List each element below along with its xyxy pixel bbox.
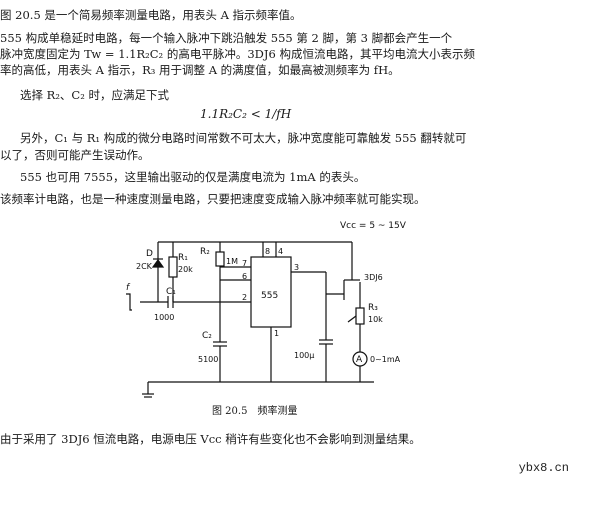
pin-6-label: 6 — [242, 272, 247, 281]
c1-value-label: 1000 — [154, 313, 174, 322]
r2-label: R₂ — [200, 247, 210, 257]
input-signal-label: f — [126, 283, 131, 293]
paragraph-8: 555 也可用 7555，这里输出驱动的仅是满度电流为 1mA 的表头。 — [20, 170, 366, 184]
pin-4-label: 4 — [278, 247, 283, 256]
r3-value-label: 10k — [368, 315, 383, 324]
paragraph-5: 选择 R₂、C₂ 时，应满足下式 — [20, 88, 169, 102]
footer-paragraph: 由于采用了 3DJ6 恒流电路，电源电压 Vcc 稍许有些变化也不会影响到测量结… — [0, 432, 421, 446]
diode-part-label: 2CK — [136, 262, 153, 271]
pin-2-label: 2 — [242, 293, 247, 302]
paragraph-4: 率的高低，用表头 A 指示，R₃ 用于调整 A 的满度值，如最高被测频率为 fH… — [0, 63, 400, 77]
paragraph-1: 图 20.5 是一个简易频率测量电路，用表头 A 指示频率值。 — [0, 8, 302, 22]
figure-caption: 图 20.5 频率测量 — [212, 406, 298, 417]
meter-range-label: 0~1mA — [370, 355, 401, 364]
diode-label: D — [146, 249, 153, 259]
c2-value-label: 5100 — [198, 355, 218, 364]
r3-label: R₃ — [368, 303, 378, 313]
r2-value-label: 1M — [226, 257, 238, 266]
pin-7-label: 7 — [242, 259, 247, 268]
pin-8-label: 8 — [265, 247, 270, 256]
transistor-label: 3DJ6 — [364, 273, 383, 282]
paragraph-7: 以了，否则可能产生误动作。 — [0, 148, 150, 162]
circuit-diagram: D 2CK R₁ 20k R₂ 1M 555 7 6 2 3 1 8 4 f C… — [126, 221, 407, 398]
pin-1-label: 1 — [274, 329, 279, 338]
watermark: ybx8.cn — [518, 461, 569, 475]
paragraph-3: 脉冲宽度固定为 Tw = 1.1R₂C₂ 的高电平脉冲。3DJ6 构成恒流电路，… — [0, 47, 475, 61]
formula: 1.1R₂C₂ < 1/fH — [200, 107, 292, 121]
c3-value-label: 100μ — [294, 351, 314, 360]
r1-value-label: 20k — [178, 265, 193, 274]
meter-label: A — [356, 355, 363, 365]
paragraph-2: 555 构成单稳延时电路，每一个输入脉冲下跳沿触发 555 第 2 脚，第 3 … — [0, 31, 453, 45]
chip-label: 555 — [261, 291, 278, 301]
r1-label: R₁ — [178, 253, 188, 263]
paragraph-9: 该频率计电路，也是一种速度测量电路，只要把速度变成输入脉冲频率就可能实现。 — [0, 192, 426, 206]
pin-3-label: 3 — [294, 263, 299, 272]
vcc-label: Vcc = 5 ~ 15V — [340, 221, 407, 231]
paragraph-6: 另外，C₁ 与 R₁ 构成的微分电路时间常数不可太大，脉冲宽度能可靠触发 555… — [20, 131, 467, 145]
c1-label: C₁ — [166, 287, 176, 297]
c2-label: C₂ — [202, 331, 212, 341]
